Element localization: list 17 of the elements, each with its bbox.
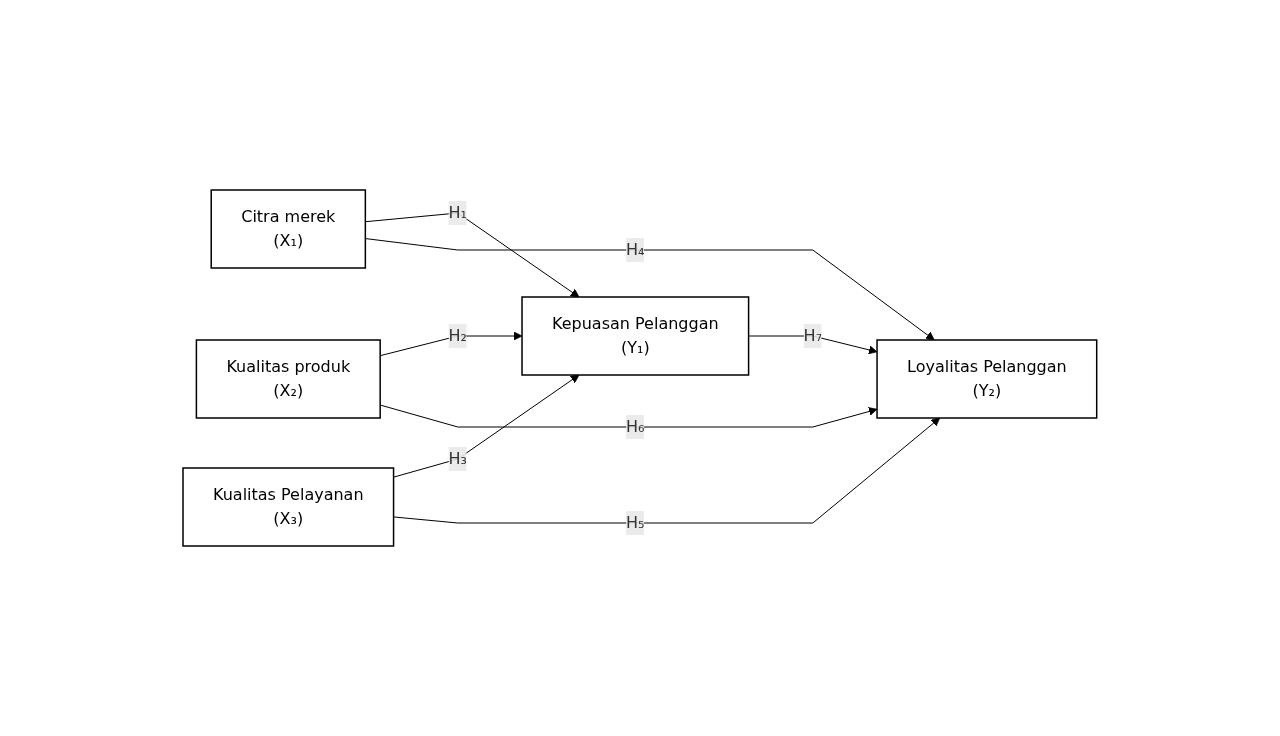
- edge-label: H₆: [626, 417, 645, 436]
- arrow: [365, 238, 935, 341]
- edge-label: H₃: [448, 449, 468, 468]
- node-box: Loyalitas Pelanggan (Y₂): [876, 339, 1098, 419]
- arrow: [393, 374, 580, 478]
- edge-label: H₇: [803, 326, 823, 345]
- node-box: Kualitas Pelayanan (X₃): [182, 467, 395, 547]
- edge-label: H₄: [626, 240, 645, 259]
- node-box: Citra merek (X₁): [210, 189, 367, 269]
- edge-label: H₅: [626, 513, 645, 532]
- arrow: [365, 212, 580, 298]
- edge-label: H₁: [448, 203, 468, 222]
- arrow: [393, 417, 941, 524]
- edge-label: H₂: [448, 326, 468, 345]
- node-box: Kepuasan Pelanggan (Y₁): [521, 296, 750, 376]
- arrow: [748, 335, 878, 355]
- node-box: Kualitas produk (X₂): [195, 339, 382, 419]
